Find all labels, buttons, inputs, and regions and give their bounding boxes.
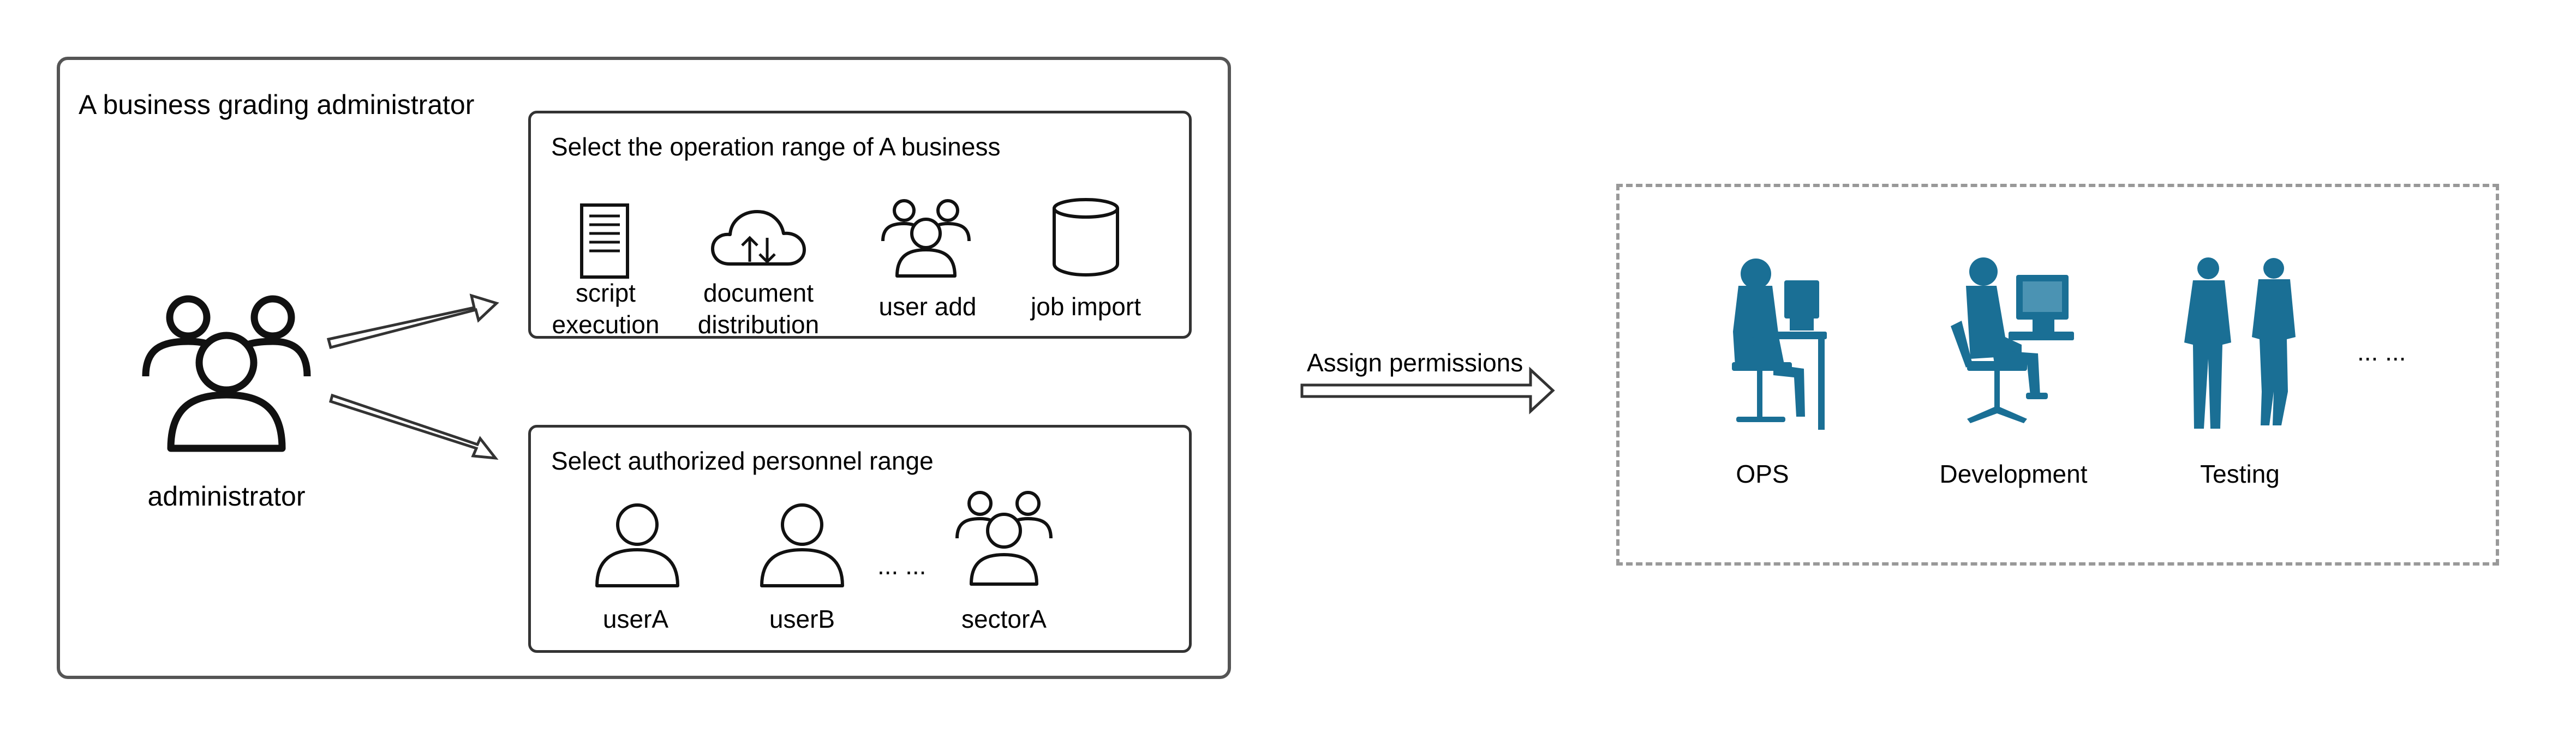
- user-b-icon: [760, 503, 844, 587]
- server-icon: [580, 203, 629, 279]
- roles-ellipsis: ... ...: [2357, 338, 2406, 366]
- developer-icon: [1951, 257, 2074, 423]
- testers-icon: [2184, 257, 2296, 429]
- assign-arrow: [1300, 367, 1555, 414]
- sector-a-label: sectorA: [961, 605, 1047, 633]
- assign-permissions-label: Assign permissions: [1307, 349, 1523, 377]
- arrow-to-personnel: [328, 393, 499, 460]
- testing-label: Testing: [2200, 460, 2280, 488]
- script-execution-line2: execution: [552, 310, 660, 339]
- ops-label: OPS: [1736, 460, 1789, 488]
- script-execution-line1: script: [576, 279, 636, 307]
- personnel-range-box: [528, 425, 1192, 653]
- business-admin-panel: [57, 57, 1231, 679]
- roles-box: [1616, 184, 2499, 566]
- development-label: Development: [1939, 460, 2088, 488]
- user-add-label: user add: [878, 292, 977, 321]
- sector-a-icon: [955, 491, 1053, 586]
- user-b-label: userB: [769, 605, 835, 633]
- personnel-range-title: Select authorized personnel range: [551, 447, 934, 475]
- users-add-icon: [881, 199, 971, 278]
- job-import-label: job import: [1031, 292, 1141, 321]
- database-icon: [1053, 198, 1119, 277]
- panel-title: A business grading administrator: [79, 89, 475, 120]
- administrator-label: administrator: [147, 481, 306, 512]
- cloud-transfer-icon: [711, 210, 806, 266]
- operation-range-title: Select the operation range of A business: [551, 133, 1001, 161]
- ops-worker-icon: [1732, 259, 1827, 430]
- document-distribution-label: document distribution: [682, 277, 835, 340]
- document-distribution-line1: document: [703, 279, 814, 307]
- arrow-to-operation: [326, 293, 499, 350]
- personnel-ellipsis: ... ...: [877, 551, 927, 580]
- script-execution-label: script execution: [535, 277, 677, 340]
- document-distribution-line2: distribution: [697, 310, 820, 339]
- operation-range-box: [528, 111, 1192, 339]
- administrator-group-icon: [142, 295, 311, 452]
- user-a-icon: [595, 503, 679, 587]
- user-a-label: userA: [602, 605, 669, 633]
